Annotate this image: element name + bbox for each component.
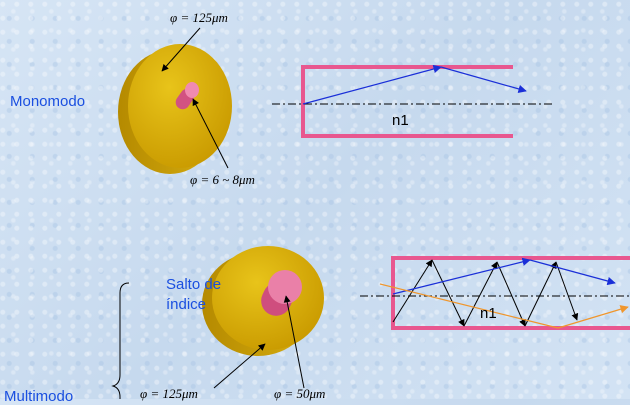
multi-zigzag-ray xyxy=(392,259,579,327)
multimode-brace xyxy=(111,282,130,399)
single-ray-2 xyxy=(440,66,527,93)
single-index-label: n1 xyxy=(392,112,409,129)
single-mode-fiber-cylinder xyxy=(118,44,232,174)
multi-orange-ray-2 xyxy=(557,305,629,329)
multi-blue-ray-1 xyxy=(392,257,531,295)
multi-core-pointer xyxy=(283,295,305,389)
salto-indice-label-2: índice xyxy=(166,296,207,313)
multi-blue-ray-2 xyxy=(529,259,616,286)
single-cladding-pointer xyxy=(161,27,201,72)
single-core-pointer xyxy=(192,98,229,169)
multi-cladding-diameter: φ = 125μm xyxy=(140,386,198,401)
monomodo-label: Monomodo xyxy=(10,93,86,110)
single-cladding-diameter: φ = 125μm xyxy=(170,10,228,25)
multi-cladding-pointer xyxy=(213,343,266,389)
multi-core-diameter: φ = 50μm xyxy=(274,386,326,401)
multimodo-label: Multimodo xyxy=(4,388,74,405)
salto-indice-label-1: Salto de xyxy=(166,276,222,293)
multimode-core xyxy=(261,270,302,316)
multimode-fiber-cylinder xyxy=(202,246,324,356)
single-mode-fiber-profile xyxy=(272,64,552,138)
multimode-fiber-profile xyxy=(360,256,630,330)
single-mode-core xyxy=(175,82,199,110)
single-core-diameter: φ = 6 ~ 8μm xyxy=(190,172,255,187)
single-ray-1 xyxy=(302,64,442,105)
multi-orange-ray-1 xyxy=(379,283,559,329)
multi-index-label: n1 xyxy=(480,305,497,322)
